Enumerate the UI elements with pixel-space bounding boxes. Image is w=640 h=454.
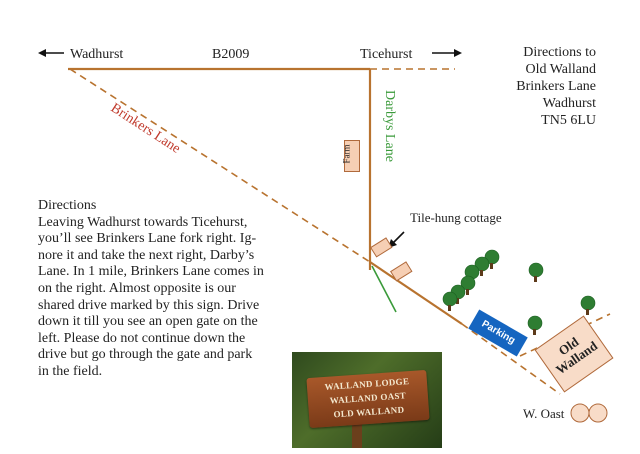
directions-line: on the right. Almost opposite is our: [38, 280, 236, 296]
directions-line: Lane. In 1 mile, Brinkers Lane comes in: [38, 264, 264, 280]
arrow-right-icon: [432, 49, 462, 57]
ticehurst-label: Ticehurst: [360, 47, 412, 62]
darbys-lane-label: Darbys Lane: [382, 90, 397, 162]
directions-line: you’ll see Brinkers Lane fork right. Ig-: [38, 231, 257, 247]
tree-icon: [527, 315, 543, 335]
tree-icon: [484, 249, 500, 269]
tree-icon: [442, 291, 458, 311]
tree-icon: [528, 262, 544, 282]
address-line: Directions to: [523, 45, 596, 60]
directions-line: nore it and take the next right, Darby’s: [38, 247, 255, 263]
address-line: Old Walland: [525, 62, 596, 77]
directions-line: shared drive marked by this sign. Drive: [38, 297, 260, 313]
drive-dashed-1: [461, 323, 561, 395]
farm-label: Farm: [341, 144, 352, 164]
sign-pointer-line: [371, 265, 397, 313]
w-oast-label: W. Oast: [523, 406, 565, 421]
directions-line: in the field.: [38, 363, 103, 379]
sign-photo: WALLAND LODGE WALLAND OAST OLD WALLAND: [292, 352, 442, 448]
sign-board: WALLAND LODGE WALLAND OAST OLD WALLAND: [306, 369, 430, 429]
tree-icon: [460, 275, 476, 295]
directions-line: down it till you see an open gate on the: [38, 314, 258, 330]
oast-icon: [570, 403, 608, 423]
address-line: Wadhurst: [542, 96, 596, 111]
tree-icon: [580, 295, 596, 315]
cottage-building-2: [390, 261, 413, 282]
sign-post: [352, 420, 362, 448]
address-block: Directions to Old Walland Brinkers Lane …: [500, 44, 596, 129]
address-line: TN5 6LU: [541, 113, 596, 128]
brinkers-lane-label: Brinkers Lane: [108, 101, 183, 157]
tile-hung-cottage-label: Tile-hung cottage: [410, 210, 502, 225]
farm-building: Farm: [341, 140, 360, 172]
tree-icon: [474, 256, 490, 276]
shared-drive: [369, 261, 463, 325]
cottage-building-1: [370, 237, 393, 258]
directions-line: Leaving Wadhurst towards Ticehurst,: [38, 214, 248, 230]
directions-line: drive but go through the gate and park: [38, 347, 253, 363]
arrow-left-icon: [38, 49, 64, 57]
directions-heading: Directions: [38, 198, 97, 213]
directions-line: left. Please do not continue down the: [38, 330, 246, 346]
wadhurst-label: Wadhurst: [70, 47, 123, 62]
b2009-label: B2009: [212, 47, 249, 62]
address-line: Brinkers Lane: [516, 79, 596, 94]
directions-text: Directions Leaving Wadhurst towards Tice…: [38, 198, 300, 381]
